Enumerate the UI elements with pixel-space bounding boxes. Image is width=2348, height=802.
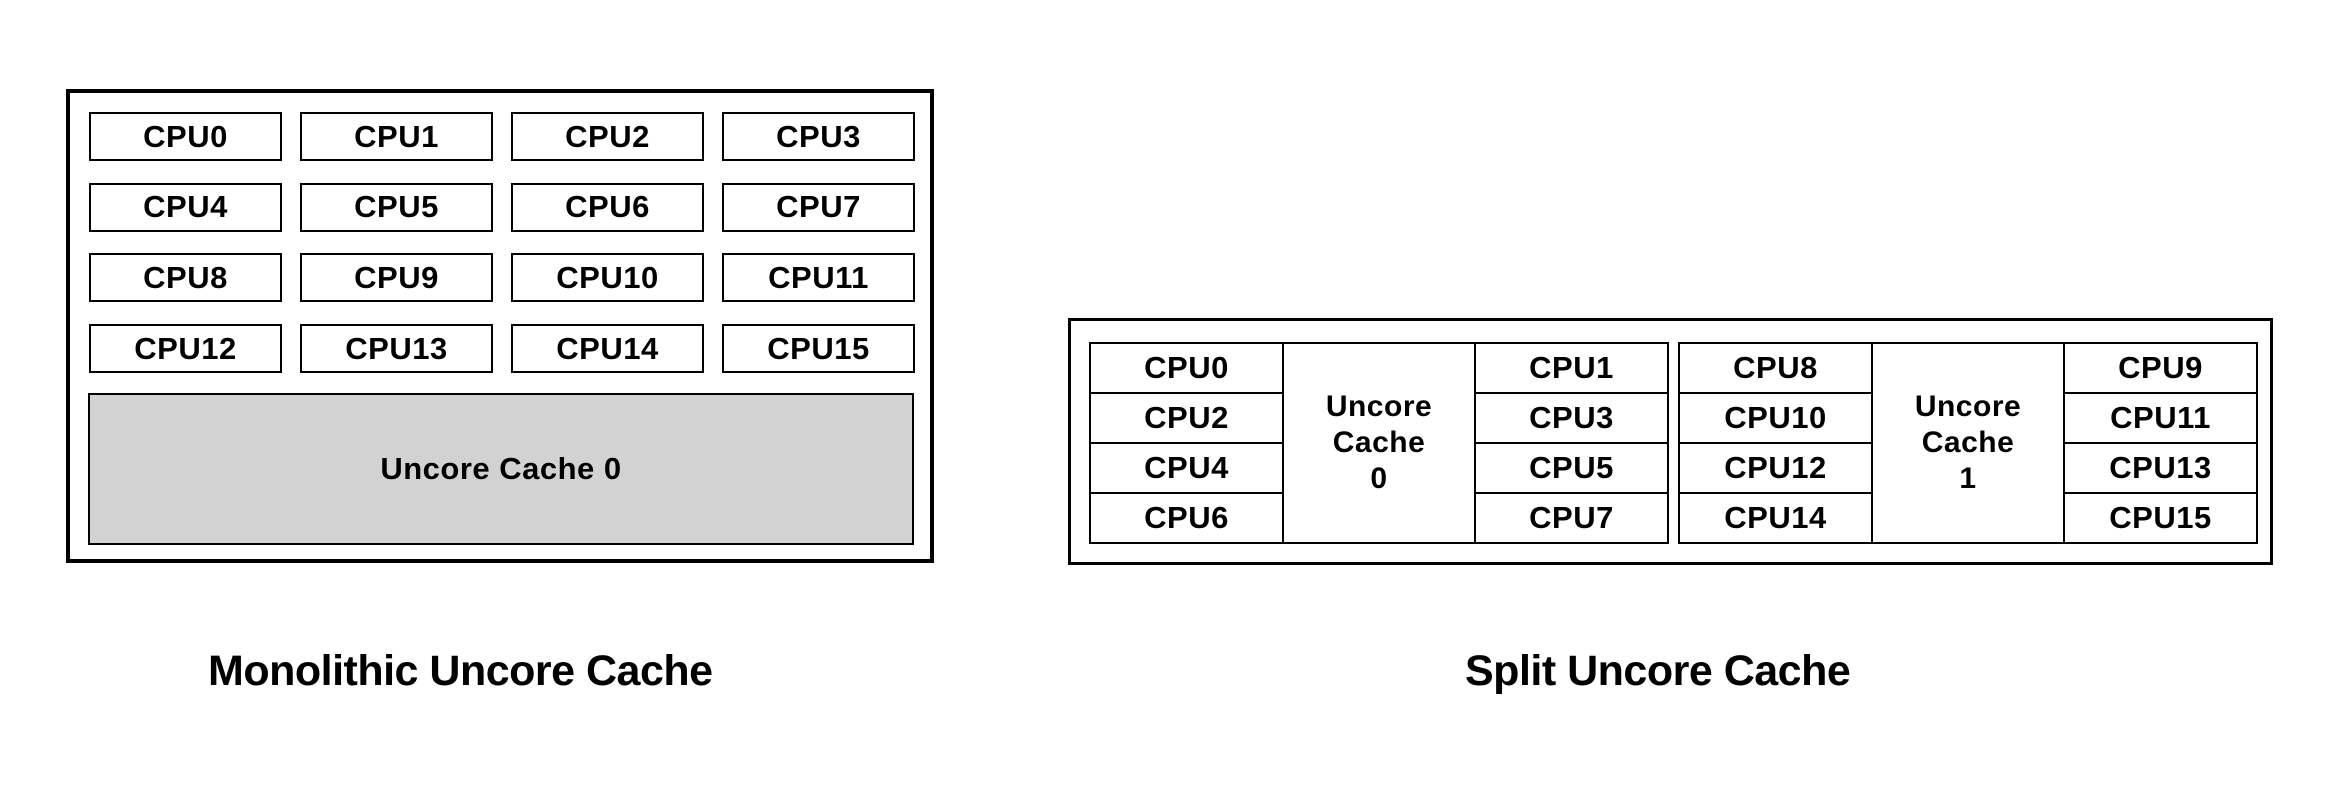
cpu-cell: CPU11 bbox=[2063, 392, 2258, 444]
table-row: CPU2 CPU3 bbox=[1089, 392, 1669, 444]
cpu-box: CPU4 bbox=[89, 182, 282, 232]
split-groups-container: CPU0 Uncore Cache 0 CPU1 CPU2 CPU3 CPU4 … bbox=[1089, 342, 2258, 544]
cpu-cell: CPU12 bbox=[1678, 442, 1873, 494]
cache-label-line: 0 bbox=[1370, 462, 1388, 495]
cpu-box: CPU8 bbox=[89, 253, 282, 303]
cpu-box: CPU3 bbox=[722, 112, 915, 161]
uncore-cache-0-box: Uncore Cache 0 bbox=[88, 393, 914, 545]
cpu-cell: CPU7 bbox=[1474, 492, 1669, 544]
cpu-box: CPU11 bbox=[722, 253, 915, 303]
split-group-1: CPU8 Uncore Cache 1 CPU9 CPU10 CPU11 CPU… bbox=[1678, 342, 2258, 544]
table-row: CPU6 CPU7 bbox=[1089, 492, 1669, 544]
uncore-cache-1-cell: Uncore Cache 1 bbox=[1871, 342, 2065, 544]
cpu-cell: CPU2 bbox=[1089, 392, 1284, 444]
cpu-cell: CPU9 bbox=[2063, 342, 2258, 394]
table-row: CPU0 Uncore Cache 0 CPU1 bbox=[1089, 342, 1669, 544]
cpu-cell: CPU4 bbox=[1089, 442, 1284, 494]
monolithic-diagram-box: CPU0 CPU1 CPU2 CPU3 CPU4 CPU5 CPU6 CPU7 … bbox=[66, 89, 934, 563]
table-row: CPU8 Uncore Cache 1 CPU9 bbox=[1678, 342, 2258, 544]
cpu-cell: CPU0 bbox=[1089, 342, 1284, 394]
table-row: CPU12 CPU13 bbox=[1678, 442, 2258, 494]
cpu-box: CPU2 bbox=[511, 112, 704, 161]
cpu-cell: CPU5 bbox=[1474, 442, 1669, 494]
cpu-box: CPU0 bbox=[89, 112, 282, 161]
cpu-box: CPU10 bbox=[511, 253, 704, 303]
split-diagram-box: CPU0 Uncore Cache 0 CPU1 CPU2 CPU3 CPU4 … bbox=[1068, 318, 2273, 565]
cpu-cell: CPU10 bbox=[1678, 392, 1873, 444]
monolithic-caption: Monolithic Uncore Cache bbox=[208, 647, 713, 695]
cpu-box: CPU6 bbox=[511, 182, 704, 232]
cache-label-line: Cache bbox=[1921, 426, 2015, 459]
cpu-box: CPU5 bbox=[300, 182, 493, 232]
cpu-cell: CPU15 bbox=[2063, 492, 2258, 544]
cache-label-line: Uncore bbox=[1325, 390, 1433, 423]
cpu-box: CPU14 bbox=[511, 324, 704, 374]
split-group-0: CPU0 Uncore Cache 0 CPU1 CPU2 CPU3 CPU4 … bbox=[1089, 342, 1669, 544]
cpu-cell: CPU6 bbox=[1089, 492, 1284, 544]
cpu-box: CPU7 bbox=[722, 182, 915, 232]
cpu-cell: CPU3 bbox=[1474, 392, 1669, 444]
cpu-cell: CPU13 bbox=[2063, 442, 2258, 494]
table-row: CPU10 CPU11 bbox=[1678, 392, 2258, 444]
cpu-cell: CPU8 bbox=[1678, 342, 1873, 394]
cpu-box: CPU15 bbox=[722, 324, 915, 374]
monolithic-cpu-grid: CPU0 CPU1 CPU2 CPU3 CPU4 CPU5 CPU6 CPU7 … bbox=[89, 112, 915, 374]
cpu-box: CPU1 bbox=[300, 112, 493, 161]
cpu-box: CPU13 bbox=[300, 324, 493, 374]
cpu-box: CPU9 bbox=[300, 253, 493, 303]
cpu-box: CPU12 bbox=[89, 324, 282, 374]
table-row: CPU4 CPU5 bbox=[1089, 442, 1669, 494]
cpu-cell: CPU1 bbox=[1474, 342, 1669, 394]
split-caption: Split Uncore Cache bbox=[1465, 647, 1851, 695]
cpu-cell: CPU14 bbox=[1678, 492, 1873, 544]
table-row: CPU14 CPU15 bbox=[1678, 492, 2258, 544]
uncore-cache-0-cell: Uncore Cache 0 bbox=[1282, 342, 1476, 544]
cache-label-line: 1 bbox=[1959, 462, 1977, 495]
cache-label-line: Cache bbox=[1332, 426, 1426, 459]
cache-label-line: Uncore bbox=[1914, 390, 2022, 423]
